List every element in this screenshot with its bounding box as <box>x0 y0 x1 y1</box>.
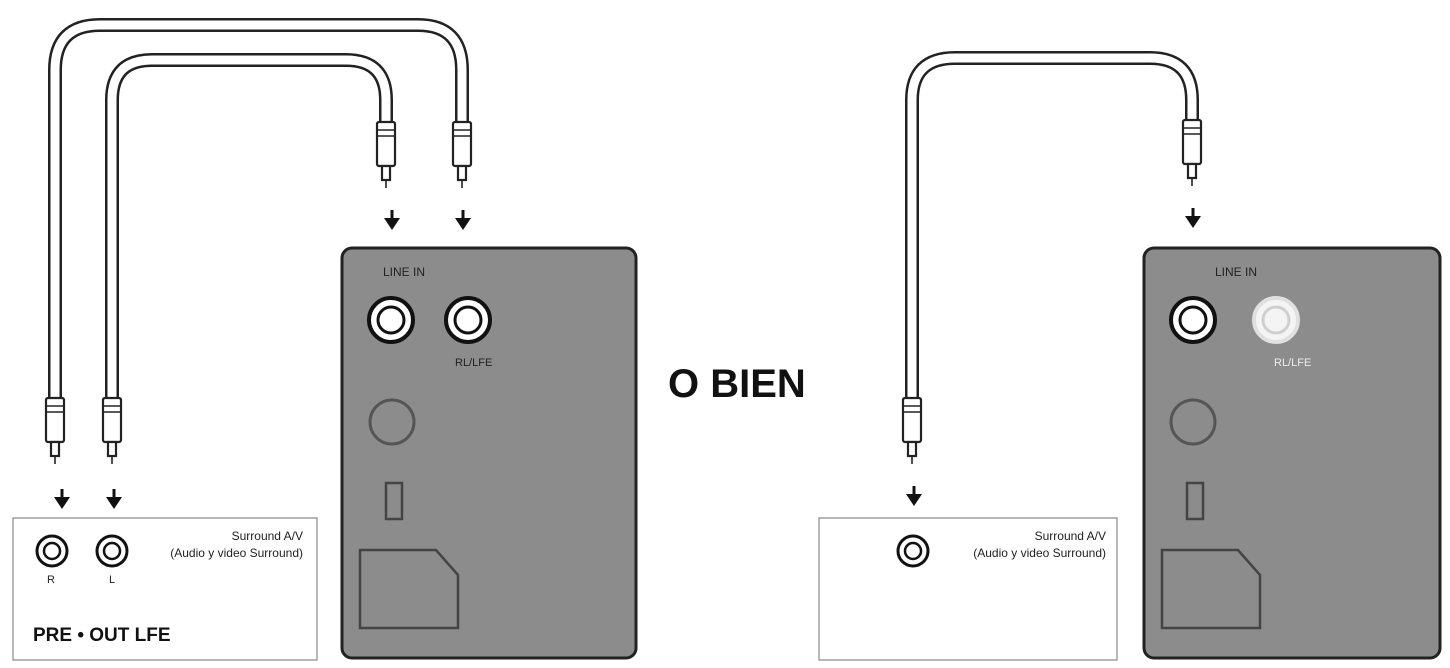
source-box: Surround A/V (Audio y video Surround) <box>818 517 1118 661</box>
source-title: Surround A/V <box>1035 529 1106 543</box>
jack-l-label: L <box>109 574 115 586</box>
switch-icon <box>384 481 404 521</box>
power-socket-icon <box>1160 548 1262 630</box>
rca-plug <box>101 396 123 466</box>
rl-lfe-jack <box>444 296 492 344</box>
arrow-down-icon <box>104 487 124 511</box>
source-subtitle: (Audio y video Surround) <box>973 546 1106 560</box>
line-in-label: LINE IN <box>383 265 425 279</box>
arrow-down-icon <box>382 208 402 232</box>
jack-single <box>896 534 930 568</box>
rl-lfe-label: RL/LFE <box>455 357 492 369</box>
subwoofer-panel: LINE IN RL/LFE <box>1142 246 1442 660</box>
line-in-label: LINE IN <box>1215 265 1257 279</box>
preout-label: PRE • OUT LFE <box>33 625 171 646</box>
rca-plug <box>44 396 66 466</box>
jack-r <box>35 534 69 568</box>
left-setup: LINE IN RL/LFE <box>12 18 638 661</box>
line-in-jack <box>1169 296 1217 344</box>
source-box: R L Surround A/V (Audio y video Surround… <box>12 517 318 661</box>
power-socket-icon <box>358 548 460 630</box>
jack-l <box>95 534 129 568</box>
source-subtitle: (Audio y video Surround) <box>170 546 303 560</box>
cable-single <box>905 51 1199 405</box>
subwoofer-panel: LINE IN RL/LFE <box>340 246 638 660</box>
source-title: Surround A/V <box>232 529 303 543</box>
rca-plug <box>1181 118 1203 188</box>
rca-plug <box>375 120 397 190</box>
rl-lfe-label: RL/LFE <box>1274 357 1311 369</box>
line-in-jack <box>367 296 415 344</box>
rca-plug <box>451 120 473 190</box>
cable-outer <box>48 18 469 405</box>
arrow-down-icon <box>904 484 924 508</box>
cable-inner <box>105 53 393 405</box>
switch-icon <box>1185 481 1205 521</box>
arrow-down-icon <box>1183 206 1203 230</box>
rl-lfe-jack <box>1252 296 1300 344</box>
arrow-down-icon <box>52 487 72 511</box>
knob-icon <box>368 398 416 446</box>
arrow-down-icon <box>453 208 473 232</box>
knob-icon <box>1169 398 1217 446</box>
rca-plug <box>901 396 923 466</box>
right-setup: LINE IN RL/LFE Surround A/V (Audio y vid… <box>818 51 1442 661</box>
separator-text: O BIEN <box>668 362 806 406</box>
jack-r-label: R <box>47 574 55 586</box>
